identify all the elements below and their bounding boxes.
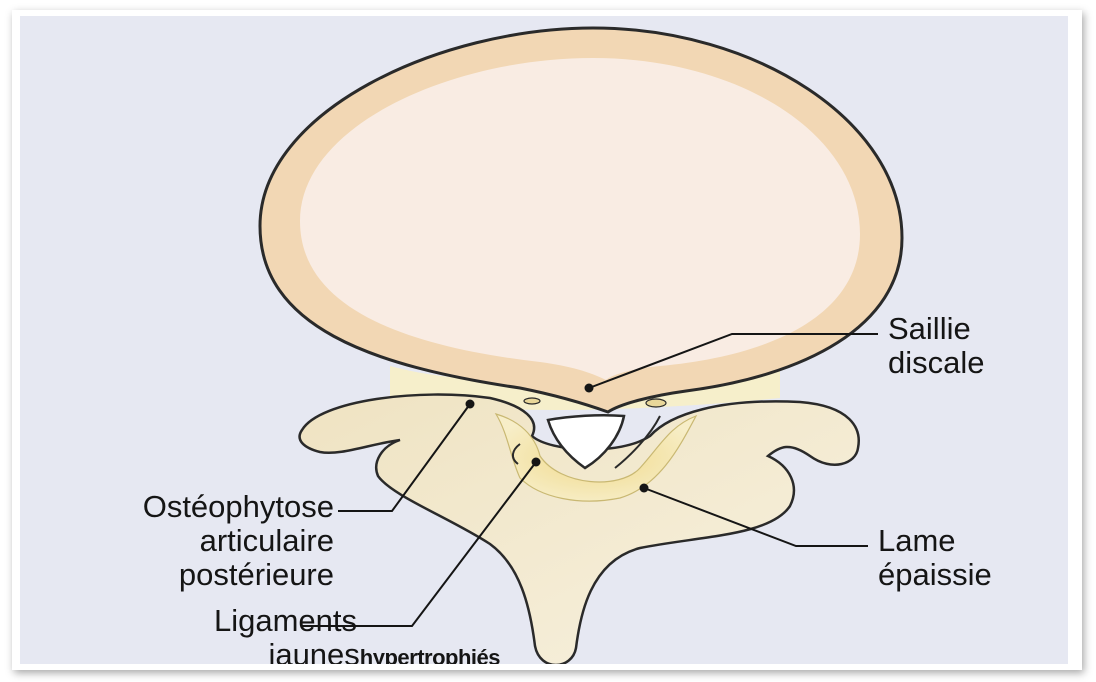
label-ligaments-line2: jauneshypertrophiés	[80, 638, 500, 664]
label-ligaments-jaunes: Ligaments jauneshypertrophiés	[80, 604, 500, 664]
label-ligaments-line1: Ligaments	[80, 604, 500, 638]
facet-detail-left	[524, 398, 540, 404]
dot-osteophytose	[466, 400, 475, 409]
dot-saillie	[585, 384, 594, 393]
label-lame-line2: épaissie	[878, 558, 992, 592]
label-osteophytose-line2: articulaire	[20, 524, 334, 558]
label-ligaments-word1: Ligaments	[214, 603, 357, 638]
label-saillie-line1: Saillie	[888, 312, 985, 346]
label-lame-epaissie: Lame épaissie	[878, 524, 992, 592]
dot-ligaments	[532, 458, 541, 467]
label-lame-line1: Lame	[878, 524, 992, 558]
label-saillie-line2: discale	[888, 346, 985, 380]
label-osteophytose: Ostéophytose articulaire postérieure	[20, 490, 334, 592]
label-ligaments-suffix: hypertrophiés	[360, 645, 500, 664]
label-osteophytose-line3: postérieure	[20, 558, 334, 592]
label-ligaments-word2: jaunes	[268, 637, 359, 664]
diagram-panel: Saillie discale Lame épaissie Ostéophyto…	[20, 16, 1068, 664]
label-osteophytose-line1: Ostéophytose	[20, 490, 334, 524]
label-saillie-discale: Saillie discale	[888, 312, 985, 380]
dot-lame	[640, 484, 649, 493]
facet-detail-right	[646, 399, 666, 407]
